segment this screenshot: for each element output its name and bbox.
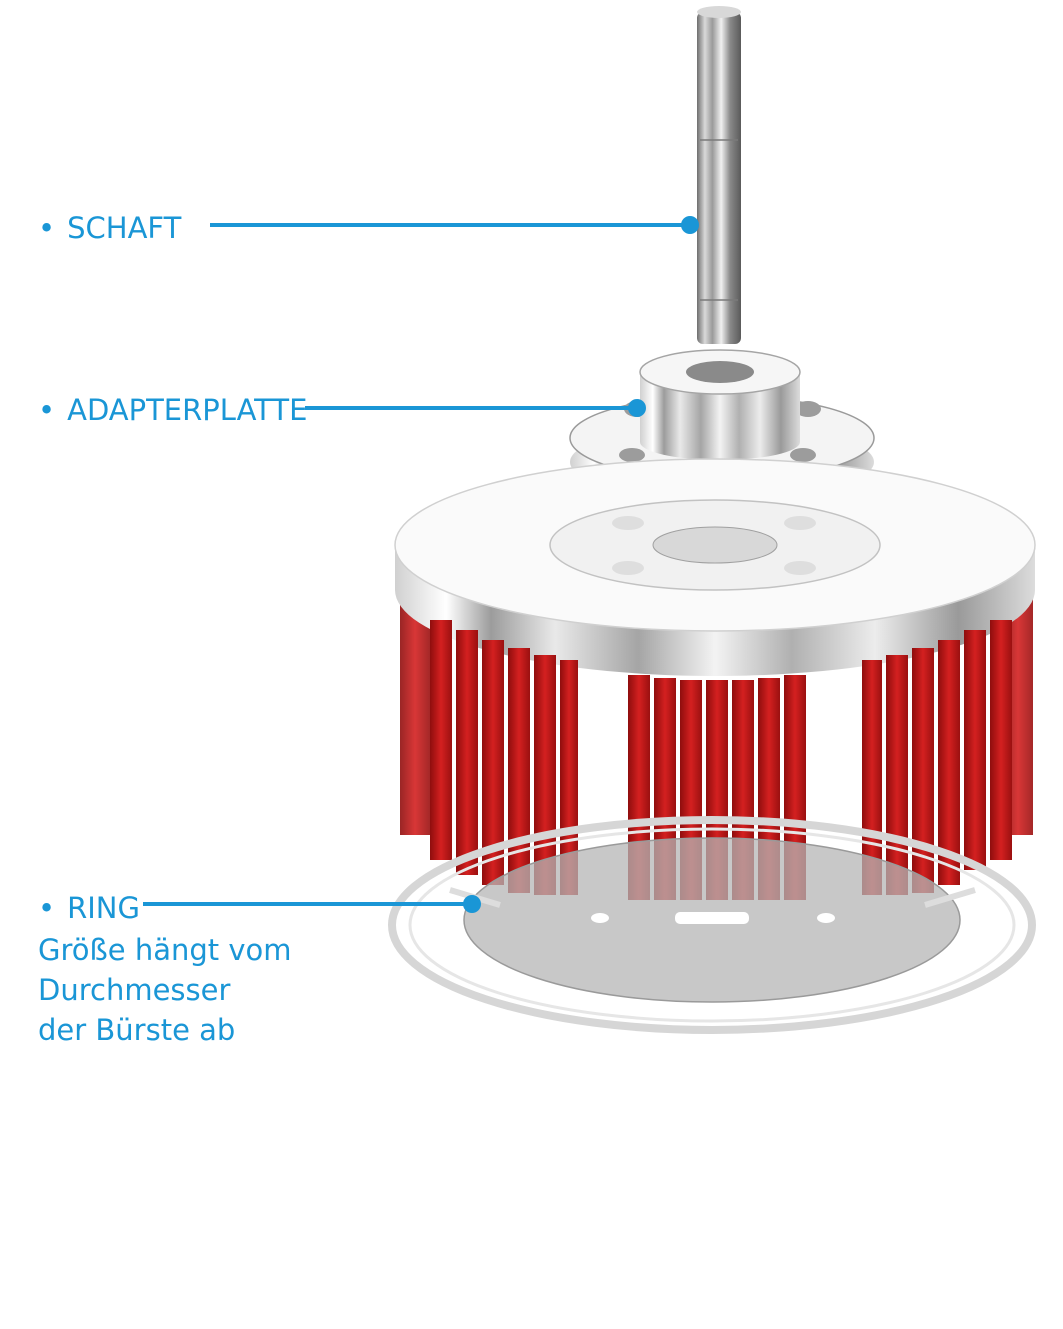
label-ring-text: RING <box>67 891 140 925</box>
ring-description: Größe hängt vom Durchmesser der Bürste a… <box>38 930 292 1050</box>
bullet-icon: • <box>38 393 56 427</box>
ring-description-line: Größe hängt vom <box>38 933 292 967</box>
label-adapterplatte: • ADAPTERPLATTE <box>38 390 307 430</box>
label-schaft: • SCHAFT <box>38 208 181 248</box>
bullet-icon: • <box>38 211 56 245</box>
label-ring: • RING <box>38 888 140 928</box>
bullet-icon: • <box>38 891 56 925</box>
label-adapterplatte-text: ADAPTERPLATTE <box>67 393 308 427</box>
brush-body <box>394 458 1036 900</box>
leader-lines <box>143 216 699 913</box>
leader-dot-schaft <box>681 216 699 234</box>
shaft <box>697 6 741 344</box>
ring-description-line: Durchmesser <box>38 973 231 1007</box>
leader-dot-adapterplatte <box>628 399 646 417</box>
ring-description-line: der Bürste ab <box>38 1013 236 1047</box>
leader-dot-ring <box>463 895 481 913</box>
ring <box>388 816 1036 1034</box>
label-schaft-text: SCHAFT <box>67 211 182 245</box>
